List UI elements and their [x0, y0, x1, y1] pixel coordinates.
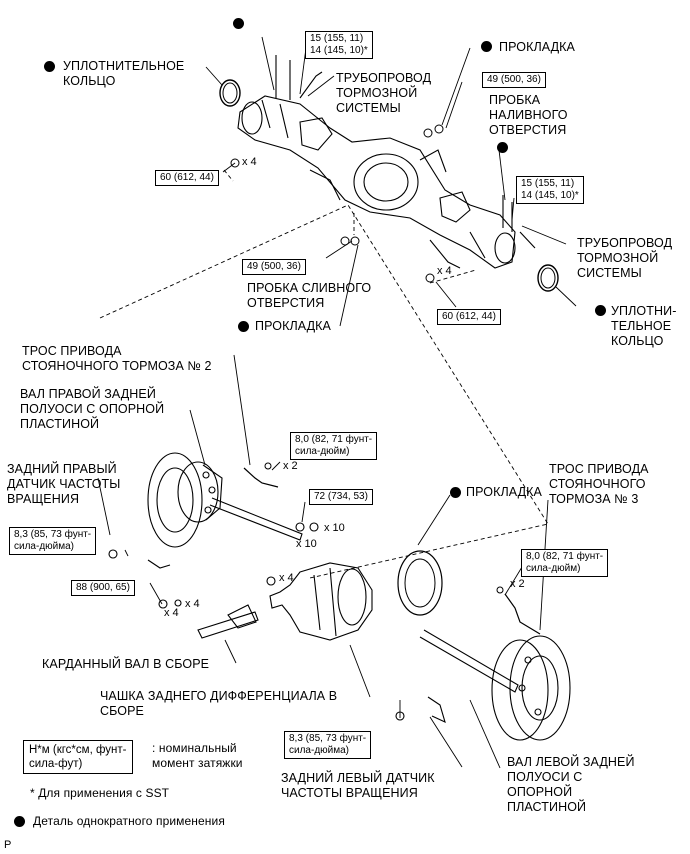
o-ring-right: [537, 264, 559, 292]
torque-box-brake-right: 15 (155, 11) 14 (145, 10)*: [516, 176, 584, 204]
single-use-legend: Деталь однократного применения: [33, 814, 225, 828]
leader-lines: [97, 36, 577, 769]
propeller-shaft-label: КАРДАННЫЙ ВАЛ В СБОРЕ: [42, 657, 210, 671]
fill-plug-label: ПРОБКА НАЛИВНОГО ОТВЕРСТИЯ: [489, 93, 568, 137]
sst-note: * Для применения с SST: [30, 786, 170, 800]
count-label: x 10: [324, 522, 345, 534]
count-label: x 2: [283, 460, 298, 472]
drain-plug-label: ПРОБКА СЛИВНОГО ОТВЕРСТИЯ: [247, 281, 372, 310]
torque-box-fill-plug: 49 (500, 36): [482, 72, 546, 88]
torque-box-right-sensor: 8,3 (85, 73 фунт- сила-дюйма): [9, 527, 97, 555]
torque-box-bolts-left: 60 (612, 44): [155, 170, 219, 186]
gasket-label: ПРОКЛАДКА: [499, 40, 575, 54]
right-axle-shaft-label: ВАЛ ПРАВОЙ ЗАДНЕЙ ПОЛУОСИ С ОПОРНОЙ ПЛАС…: [20, 387, 165, 431]
count-label: x 4: [185, 598, 200, 610]
count-label: x 4: [279, 572, 294, 584]
single-use-marker: [233, 18, 244, 29]
torque-box-drain-plug: 49 (500, 36): [242, 259, 306, 275]
right-axle-assembly: [108, 452, 303, 569]
differential-carrier: [266, 522, 373, 641]
torque-box-left-sensor: 8,3 (85, 73 фунт- сила-дюйма): [284, 731, 372, 759]
torque-box-diff-nuts: 72 (734, 53): [309, 489, 373, 505]
left-axle-shaft-label: ВАЛ ЛЕВОЙ ЗАДНЕЙ ПОЛУОСИ С ОПОРНОЙ ПЛАСТ…: [507, 755, 635, 814]
propeller-shaft: [158, 599, 259, 639]
torque-box-brake-top: 15 (155, 11) 14 (145, 10)*: [305, 31, 373, 59]
gasket-mid-label: ПРОКЛАДКА: [255, 319, 331, 333]
single-use-marker: [595, 305, 606, 316]
count-label: x 4: [164, 607, 179, 619]
torque-box-bolts-right: 60 (612, 44): [437, 309, 501, 325]
dashed-grouping-lines: [99, 169, 549, 579]
single-use-marker: [14, 816, 25, 827]
axle-housing: [237, 95, 516, 269]
brake-line-right-label: ТРУБОПРОВОД ТОРМОЗНОЙ СИСТЕМЫ: [577, 236, 673, 280]
gasket-diff-label: ПРОКЛАДКА: [466, 485, 542, 499]
torque-box-cable3: 8,0 (82, 71 фунт- сила-дюйм): [521, 549, 609, 577]
count-label: x 2: [510, 578, 525, 590]
count-label: x 4: [242, 156, 257, 168]
left-speed-sensor-label: ЗАДНИЙ ЛЕВЫЙ ДАТЧИК ЧАСТОТЫ ВРАЩЕНИЯ: [281, 771, 435, 800]
single-use-marker: [238, 321, 249, 332]
brake-line-label: ТРУБОПРОВОД ТОРМОЗНОЙ СИСТЕМЫ: [336, 71, 432, 115]
single-use-marker: [450, 487, 461, 498]
left-axle-assembly: [395, 629, 571, 741]
torque-box-cable2: 8,0 (82, 71 фунт- сила-дюйм): [290, 432, 378, 460]
unit-legend-desc: : номинальный момент затяжки: [152, 741, 243, 770]
seal-ring-right-label: УПЛОТНИ- ТЕЛЬНОЕ КОЛЬЦО: [611, 304, 677, 348]
diff-gasket: [397, 550, 443, 616]
torque-box-prop-shaft: 88 (900, 65): [71, 580, 135, 596]
unit-legend-box: Н*м (кгс*см, фунт- сила-фут): [23, 740, 133, 774]
o-ring-left: [219, 79, 241, 107]
count-label: x 10: [296, 538, 317, 550]
count-label: x 4: [437, 265, 452, 277]
parking-cable-3-label: ТРОС ПРИВОДА СТОЯНОЧНОГО ТОРМОЗА № 3: [549, 462, 649, 506]
right-speed-sensor-label: ЗАДНИЙ ПРАВЫЙ ДАТЧИК ЧАСТОТЫ ВРАЩЕНИЯ: [7, 462, 121, 506]
single-use-marker: [44, 61, 55, 72]
seal-ring-label: УПЛОТНИТЕЛЬНОЕ КОЛЬЦО: [63, 59, 185, 88]
figure-code: P: [4, 839, 12, 851]
single-use-marker: [497, 142, 508, 153]
diff-carrier-label: ЧАШКА ЗАДНЕГО ДИФФЕРЕНЦИАЛА В СБОРЕ: [100, 689, 338, 718]
single-use-marker: [481, 41, 492, 52]
parking-cable-2-label: ТРОС ПРИВОДА СТОЯНОЧНОГО ТОРМОЗА № 2: [22, 344, 212, 373]
